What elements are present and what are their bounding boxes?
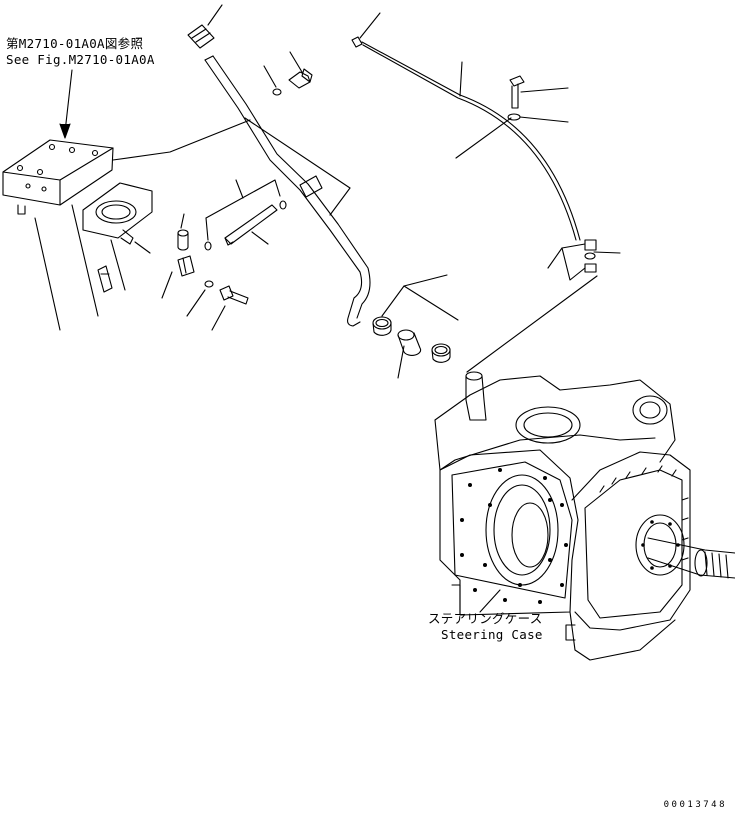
o-ring-right: [279, 200, 287, 210]
sleeve-pin: [224, 204, 278, 246]
bushing: [177, 229, 189, 251]
tube-bolt: [288, 68, 313, 89]
case-label-leader: [479, 589, 501, 613]
steering-case: [434, 371, 735, 661]
tube-bolt-leader: [289, 51, 303, 73]
filler-tube: [204, 55, 371, 327]
reference-label-japanese: 第M2710-01A0A図参照: [6, 36, 144, 51]
leader-lines-left: [34, 204, 226, 331]
figure-id: 00013748: [663, 800, 727, 810]
o-ring-left: [204, 241, 212, 251]
clamp-leaders: [381, 274, 459, 379]
plate-leader: [112, 119, 251, 161]
washer: [204, 280, 214, 288]
flange-bracket: [82, 182, 153, 245]
mounting-plate: [2, 139, 114, 215]
bolt: [219, 285, 249, 305]
tube-cap: [187, 4, 223, 49]
hose-clamp-upper: [372, 316, 392, 336]
assembly-label-japanese: ステアリングケース: [428, 611, 543, 626]
tube-washer-leader: [263, 65, 277, 88]
dipstick-cable: [351, 12, 581, 241]
assembly-label-english: Steering Case: [441, 627, 543, 642]
reference-arrow: [59, 69, 73, 139]
tube-to-case-leader: [244, 117, 351, 189]
gauge-bolt: [509, 75, 569, 109]
tube-leader: [329, 187, 351, 216]
sleeve-leaders: [205, 179, 281, 245]
small-block: [97, 265, 113, 293]
reference-label-english: See Fig.M2710-01A0A: [6, 52, 155, 67]
hose-clamp-lower: [431, 343, 451, 363]
clip: [177, 255, 195, 277]
tube-washer: [272, 88, 282, 96]
gauge-washer: [507, 113, 569, 123]
cable-fittings: [466, 239, 621, 373]
hose: [397, 329, 422, 356]
